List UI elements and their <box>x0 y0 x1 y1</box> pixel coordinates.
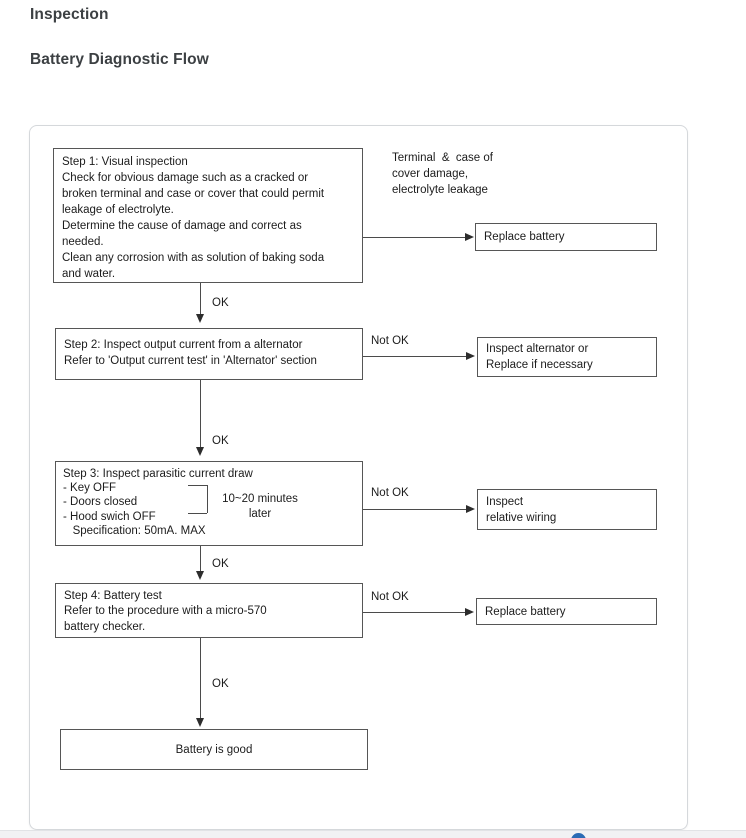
step2-fail-action-box: Inspect alternator or Replace if necessa… <box>477 337 657 377</box>
step3-bracket-top-line <box>188 485 207 486</box>
arrow-down-icon <box>196 447 204 456</box>
flowchart-step1-box: Step 1: Visual inspection Check for obvi… <box>53 148 363 283</box>
step3-wait-note: 10~20 minutes later <box>222 493 298 520</box>
flowchart-step3-box: Step 3: Inspect parasitic current draw -… <box>55 461 363 546</box>
step3-fail-connector-line <box>363 509 467 510</box>
ok-label-2: OK <box>212 435 229 447</box>
step2-fail-connector-line <box>363 356 467 357</box>
ok-label-3: OK <box>212 558 229 570</box>
arrow-right-icon <box>465 233 474 241</box>
step1-ok-connector-line <box>200 283 201 315</box>
not-ok-label-1: Not OK <box>371 335 409 347</box>
bottom-blue-icon[interactable] <box>571 833 586 838</box>
final-result-box: Battery is good <box>60 729 368 770</box>
step1-fail-connector-line <box>363 237 466 238</box>
arrow-right-icon <box>466 505 475 513</box>
flowchart-step4-box: Step 4: Battery test Refer to the proced… <box>55 583 363 638</box>
step1-branch-label: Terminal & case of cover damage, electro… <box>392 152 493 196</box>
step3-bracket-vertical-line <box>207 485 208 513</box>
step4-fail-connector-line <box>363 612 466 613</box>
not-ok-label-3: Not OK <box>371 591 409 603</box>
arrow-down-icon <box>196 314 204 323</box>
step4-fail-action-box: Replace battery <box>476 598 657 625</box>
step3-ok-connector-line <box>200 546 201 572</box>
ok-label-1: OK <box>212 297 229 309</box>
arrow-down-icon <box>196 718 204 727</box>
bottom-section-divider <box>0 830 746 838</box>
arrow-right-icon <box>466 352 475 360</box>
section-title: Inspection <box>30 6 109 23</box>
step3-fail-action-box: Inspect relative wiring <box>477 489 657 530</box>
step4-ok-connector-line <box>200 638 201 719</box>
arrow-right-icon <box>465 608 474 616</box>
not-ok-label-2: Not OK <box>371 487 409 499</box>
arrow-down-icon <box>196 571 204 580</box>
ok-label-4: OK <box>212 678 229 690</box>
step3-bracket-bottom-line <box>188 513 207 514</box>
step1-fail-action-box: Replace battery <box>475 223 657 251</box>
flowchart-step2-box: Step 2: Inspect output current from a al… <box>55 328 363 380</box>
subsection-title: Battery Diagnostic Flow <box>30 51 209 68</box>
step2-ok-connector-line <box>200 380 201 448</box>
